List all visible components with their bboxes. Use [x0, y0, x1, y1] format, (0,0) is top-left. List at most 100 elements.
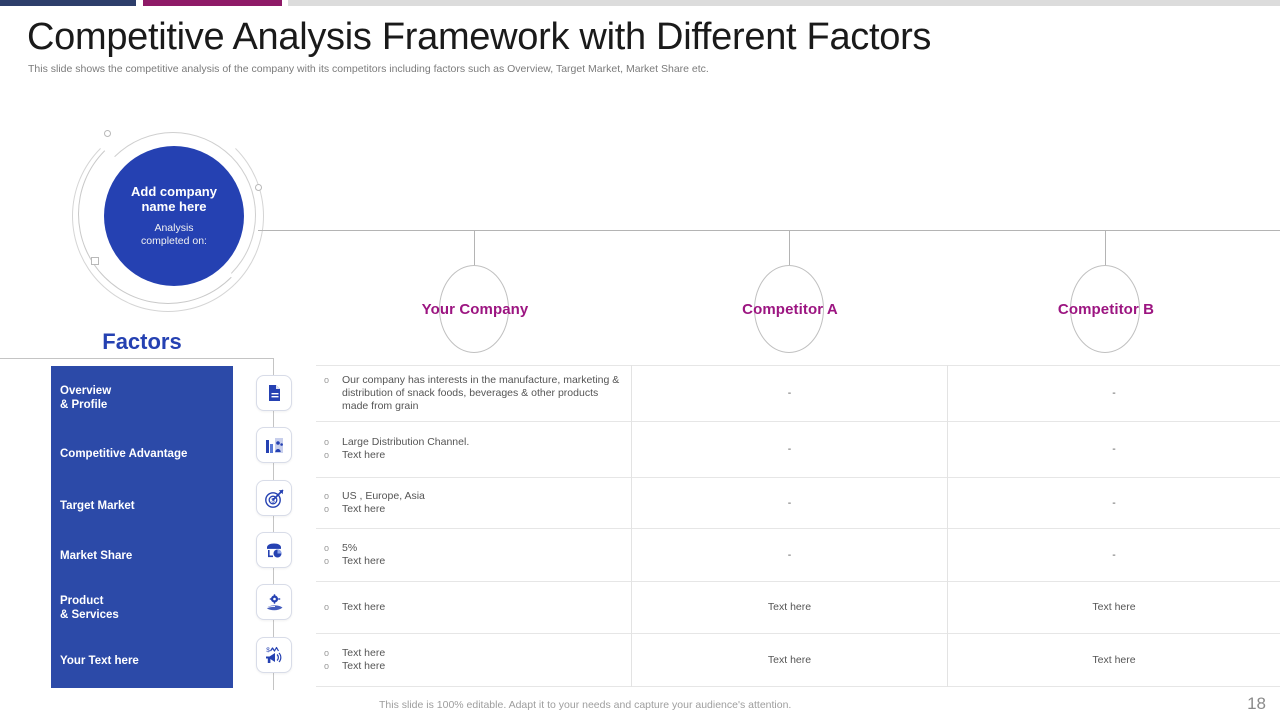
cell-your-company-product-services: o Text here: [324, 581, 624, 633]
bullet-marker: o: [324, 450, 330, 460]
factor-row-product-services[interactable]: Product & Services: [51, 582, 233, 634]
cell-competitor-a-target-market: -: [787, 496, 792, 509]
header-circle-competitor-b: [1070, 265, 1140, 353]
bullet-item: o Text here: [324, 555, 624, 568]
bullet-marker: o: [324, 374, 330, 385]
cell-your-company-your-text-here: o Text here o Text here: [324, 633, 624, 686]
factor-label-line-2: & Profile: [60, 399, 108, 411]
column-header-competitor-b: Competitor B: [1057, 301, 1155, 318]
accent-bar-magenta: [143, 0, 282, 6]
bullet-marker: o: [324, 437, 330, 447]
factor-label-line-2: & Services: [60, 609, 119, 621]
bullet-marker: o: [324, 503, 330, 514]
bar-chart-people-icon[interactable]: [256, 427, 292, 463]
bullet-item: o 5%: [324, 542, 624, 555]
page-title: Competitive Analysis Framework with Diff…: [27, 16, 932, 58]
analysis-date-label-line-1: Analysis: [154, 222, 194, 234]
factor-row-your-text-here[interactable]: Your Text here: [51, 634, 233, 688]
target-arrow-icon[interactable]: $: [256, 480, 292, 516]
column-header-your-company: Your Company: [421, 301, 529, 318]
factors-bracket-vertical: [273, 358, 274, 690]
factor-label-line-1: Your Text here: [60, 655, 139, 667]
bullet-item: o US , Europe, Asia: [324, 490, 624, 503]
bullet-marker: o: [324, 647, 330, 658]
bullet-item: o Text here: [324, 503, 624, 516]
column-header-competitor-a: Competitor A: [742, 301, 838, 318]
product-services-icon[interactable]: [256, 584, 292, 620]
cell-your-company-target-market: o US , Europe, Asia o Text here: [324, 477, 624, 528]
factor-label-line-1: Competitive Advantage: [60, 448, 188, 460]
bullet-marker: o: [324, 660, 330, 671]
table-row-divider: [316, 528, 1280, 529]
bullet-text: 5%: [342, 541, 358, 554]
cell-competitor-b-product-services: Text here: [1092, 601, 1136, 613]
table-column-divider: [631, 365, 632, 687]
header-circle-competitor-a: [754, 265, 824, 353]
bullet-text: Text here: [342, 646, 386, 659]
footer-note: This slide is 100% editable. Adapt it to…: [379, 699, 792, 711]
bullet-marker: o: [324, 555, 330, 566]
slide-page-number: 18: [1247, 694, 1266, 713]
bullet-marker: o: [324, 542, 330, 553]
cell-competitor-a-market-share: -: [787, 548, 792, 561]
cell-competitor-b-target-market: -: [1112, 496, 1116, 509]
bullet-item: o Text here: [324, 660, 624, 673]
accent-bar-navy: [0, 0, 136, 6]
factor-row-market-share[interactable]: Market Share: [51, 530, 233, 582]
cell-competitor-a-competitive-advantage: -: [787, 443, 792, 455]
company-name-line-1: Add company: [131, 184, 217, 199]
bullet-marker: o: [324, 490, 330, 501]
company-badge: Add company name here Analysis completed…: [72, 118, 272, 312]
bullet-text: Text here: [342, 502, 386, 515]
cell-competitor-b-competitive-advantage: -: [1112, 443, 1116, 455]
table-row-divider: [316, 686, 1280, 687]
bullet-text: Text here: [342, 659, 386, 672]
bullet-text: Text here: [342, 554, 386, 567]
table-row-divider: [316, 365, 1280, 366]
table-row-divider: [316, 477, 1280, 478]
cell-competitor-b-your-text-here: Text here: [1092, 653, 1136, 666]
table-row-divider: [316, 581, 1280, 582]
factor-row-target-market[interactable]: Target Market: [51, 482, 233, 530]
factor-row-overview-profile[interactable]: Overview & Profile: [51, 370, 233, 426]
company-name-line-2: name here: [141, 199, 207, 214]
promotion-megaphone-icon[interactable]: $: [256, 637, 292, 673]
bullet-item: o Large Distribution Channel.: [324, 436, 624, 449]
factor-row-competitive-advantage[interactable]: Competitive Advantage: [51, 426, 233, 482]
bullet-item: o Text here: [324, 601, 624, 614]
page-subtitle: This slide shows the competitive analysi…: [28, 63, 709, 75]
table-row-divider: [316, 421, 1280, 422]
company-name-circle: Add company name here Analysis completed…: [104, 146, 244, 286]
cell-your-company-competitive-advantage: o Large Distribution Channel. o Text her…: [324, 421, 624, 477]
svg-text:$: $: [271, 498, 275, 504]
header-circle-your-company: [439, 265, 509, 353]
factor-label-line-1: Product: [60, 595, 104, 607]
cell-your-company-overview: o Our company has interests in the manuf…: [324, 365, 624, 421]
bullet-item: o Text here: [324, 647, 624, 660]
connector-vertical-competitor-b: [1105, 230, 1106, 266]
cell-your-company-market-share: o 5% o Text here: [324, 528, 624, 581]
factors-panel: [51, 366, 233, 688]
analysis-date-label-line-2: completed on:: [141, 235, 207, 247]
factors-bracket-horizontal: [0, 358, 274, 359]
bullet-text: Text here: [342, 449, 386, 461]
comparison-table: o Our company has interests in the manuf…: [316, 365, 1280, 687]
cell-competitor-b-market-share: -: [1112, 548, 1116, 561]
factor-label-line-1: Market Share: [60, 550, 133, 562]
connector-vertical-your-company: [474, 230, 475, 266]
badge-ring-inner: [90, 132, 256, 298]
table-column-divider: [947, 365, 948, 687]
connector-horizontal: [258, 230, 1280, 231]
table-row-divider: [316, 633, 1280, 634]
connector-vertical-competitor-a: [789, 230, 790, 266]
svg-text:$: $: [266, 647, 270, 654]
badge-ring-outer: [72, 120, 264, 312]
factors-heading: Factors: [102, 329, 182, 354]
factor-label-line-1: Target Market: [60, 500, 135, 512]
bullet-text: Large Distribution Channel.: [342, 436, 470, 448]
accent-bar-grey: [288, 0, 1280, 6]
market-share-icon[interactable]: [256, 532, 292, 568]
document-icon[interactable]: [256, 375, 292, 411]
badge-ring-mid: [78, 124, 258, 304]
